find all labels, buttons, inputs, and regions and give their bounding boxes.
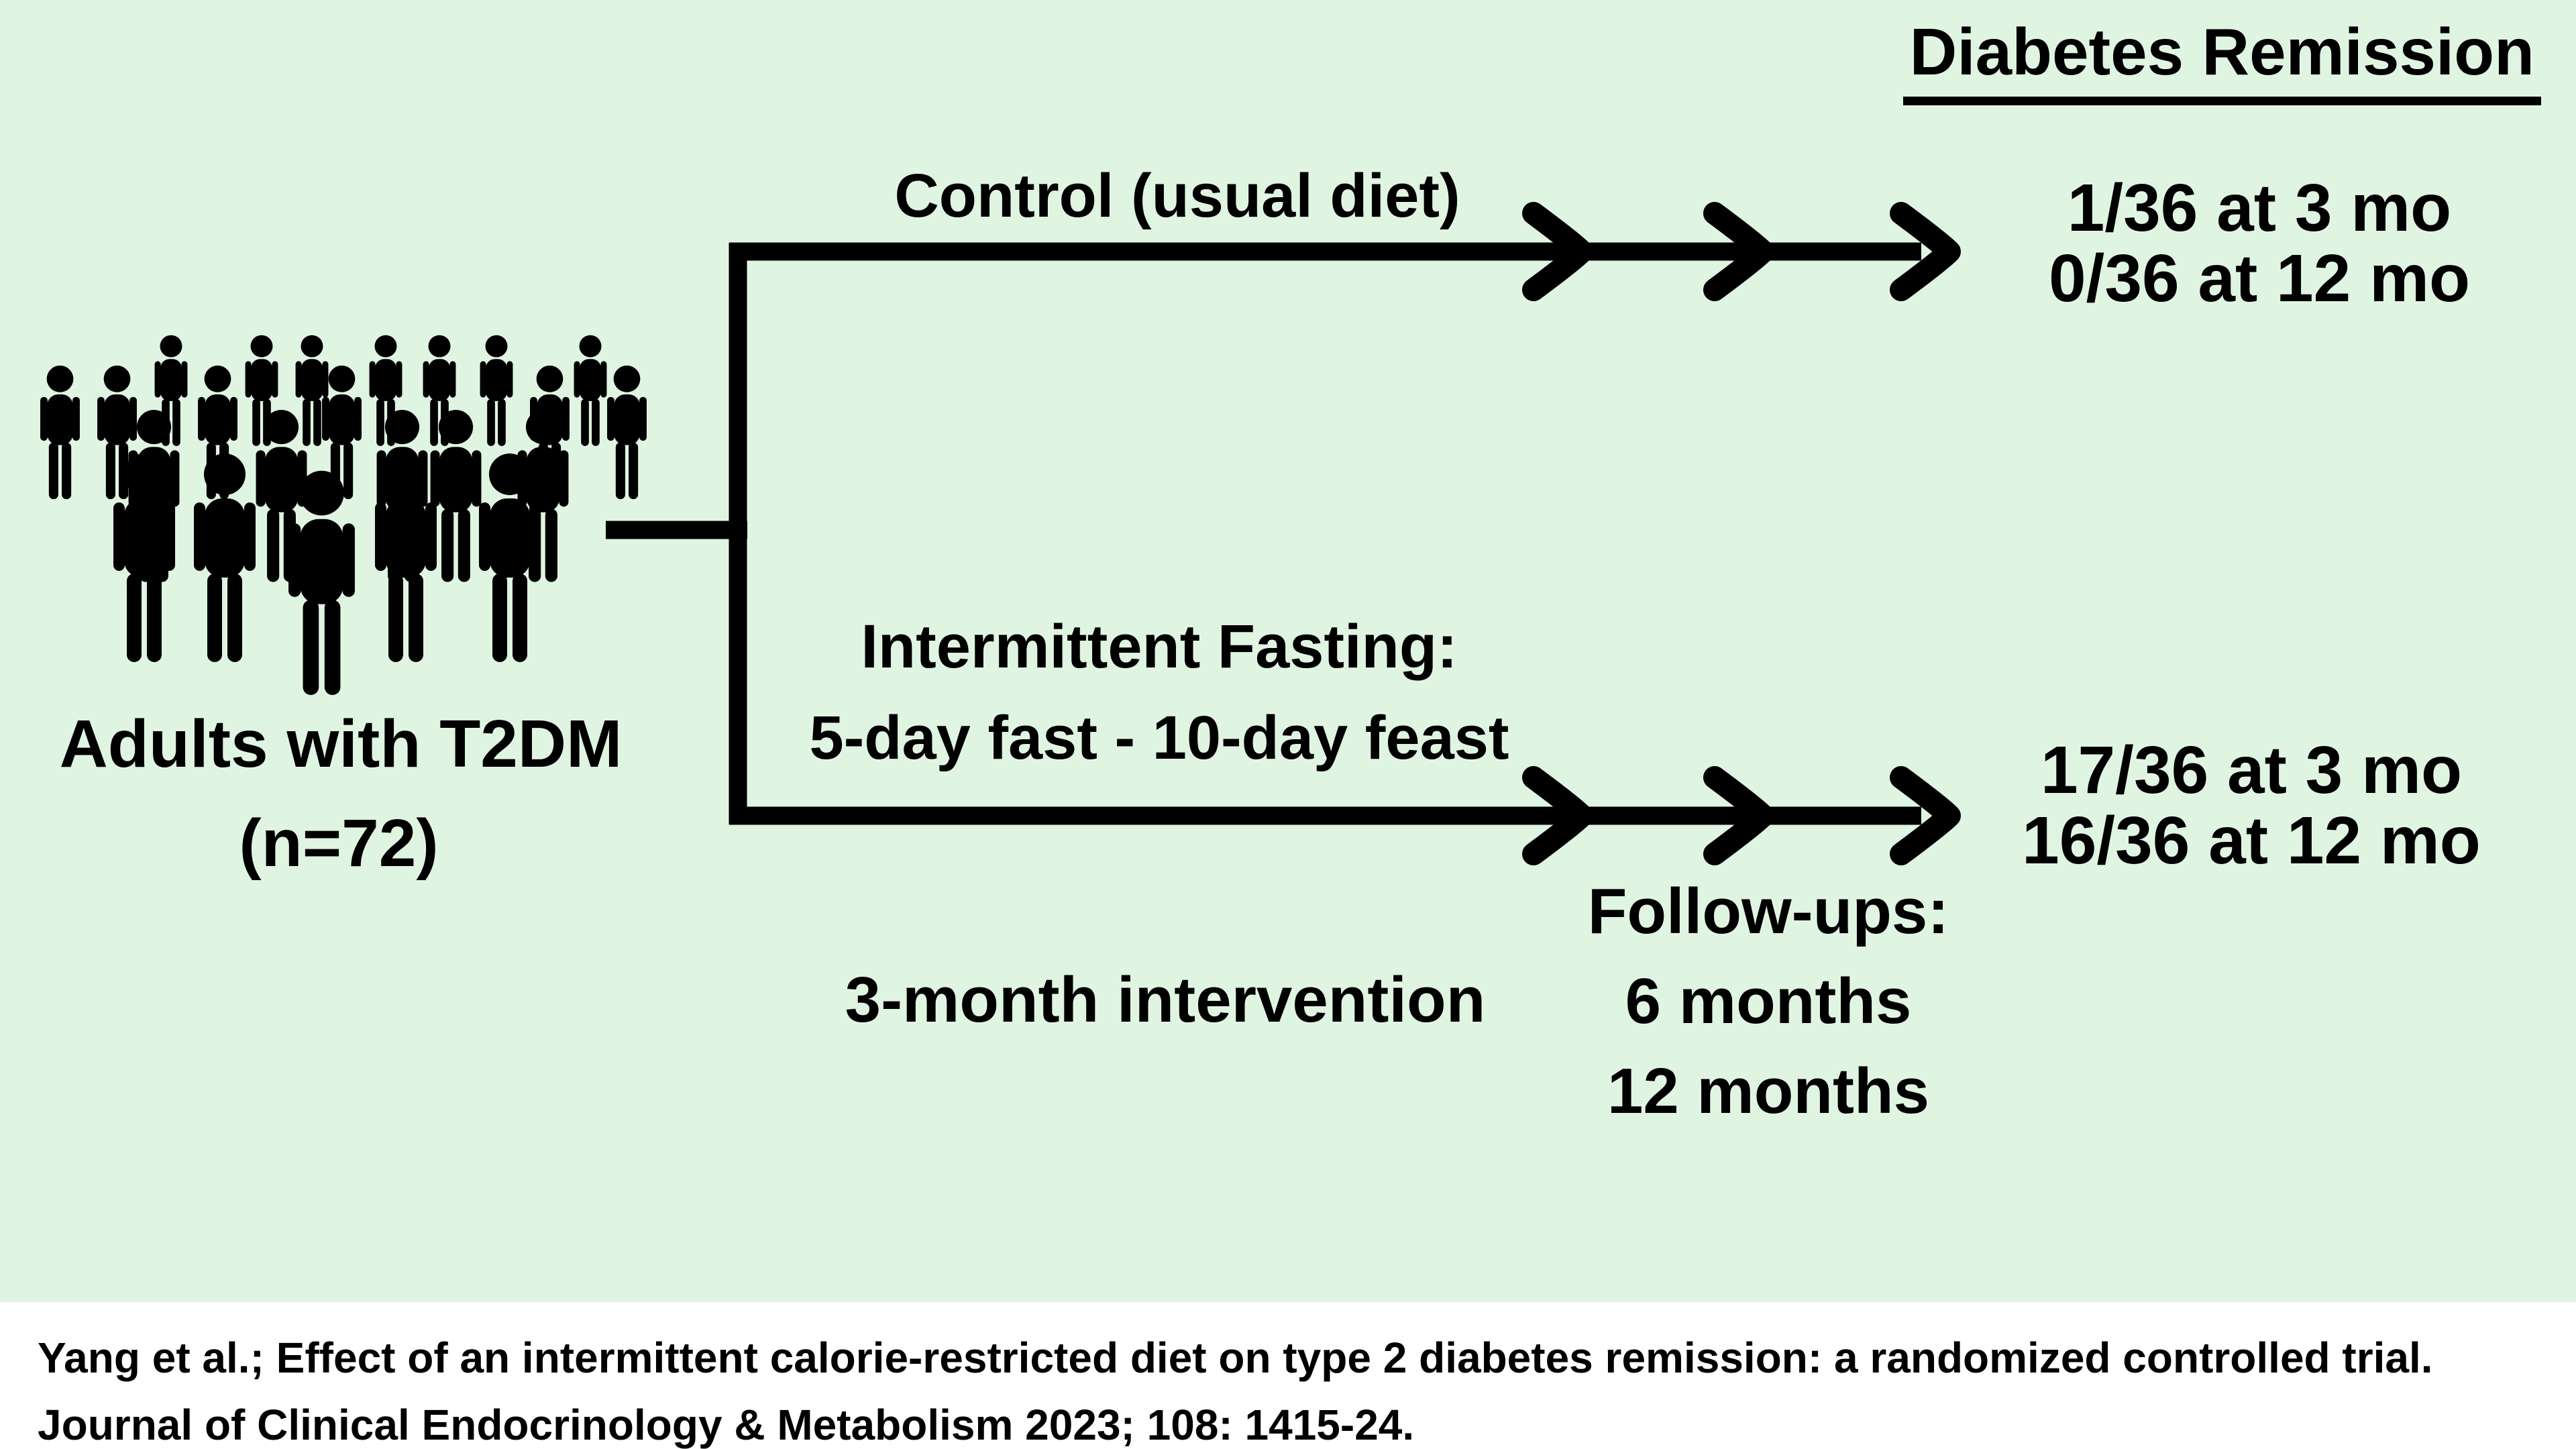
arrowhead-icon [1890, 766, 1961, 865]
intervention-result-12mo: 16/36 at 12 mo [2022, 803, 2481, 878]
person-icon [607, 365, 647, 500]
control-result-3mo: 1/36 at 3 mo [2067, 170, 2452, 246]
followups-block: Follow-ups: 6 months 12 months [1588, 867, 1949, 1136]
person-icon [480, 335, 513, 446]
citation-line2: Journal of Clinical Endocrinology & Meta… [38, 1401, 1415, 1449]
intervention-results: 17/36 at 3 mo 16/36 at 12 mo [2022, 735, 2481, 876]
intervention-label-line1: Intermittent Fasting: [861, 612, 1458, 681]
population-count: (n=72) [239, 806, 439, 881]
arrowhead-icon [1522, 202, 1593, 301]
diagram-title: Diabetes Remission [1902, 15, 2541, 105]
crowd-icon [40, 335, 647, 696]
followups-heading: Follow-ups: [1587, 875, 1949, 947]
person-icon [574, 335, 607, 446]
intervention-branch-label: Intermittent Fasting: 5-day fast - 10-da… [809, 601, 1509, 784]
person-icon [194, 453, 256, 662]
control-branch-label: Control (usual diet) [894, 162, 1460, 230]
arrowhead-icon [1890, 202, 1961, 301]
arrowhead-icon [1522, 766, 1593, 865]
followup-time-6mo: 6 months [1625, 965, 1912, 1037]
arrowhead-icon [1703, 202, 1774, 301]
intervention-duration-label: 3-month intervention [845, 964, 1486, 1036]
citation-footer: Yang et al.; Effect of an intermittent c… [0, 1302, 2576, 1449]
intervention-result-3mo: 17/36 at 3 mo [2040, 733, 2463, 808]
followup-time-12mo: 12 months [1607, 1055, 1930, 1127]
person-icon [40, 365, 80, 500]
intervention-label-line2: 5-day fast - 10-day feast [809, 704, 1509, 772]
citation-line1: Yang et al.; Effect of an intermittent c… [38, 1334, 2433, 1382]
population-label: Adults with T2DM [59, 706, 623, 782]
control-result-12mo: 0/36 at 12 mo [2048, 241, 2471, 316]
person-icon [430, 409, 482, 582]
arrowhead-icon [1703, 766, 1774, 865]
control-results: 1/36 at 3 mo 0/36 at 12 mo [2049, 173, 2470, 314]
